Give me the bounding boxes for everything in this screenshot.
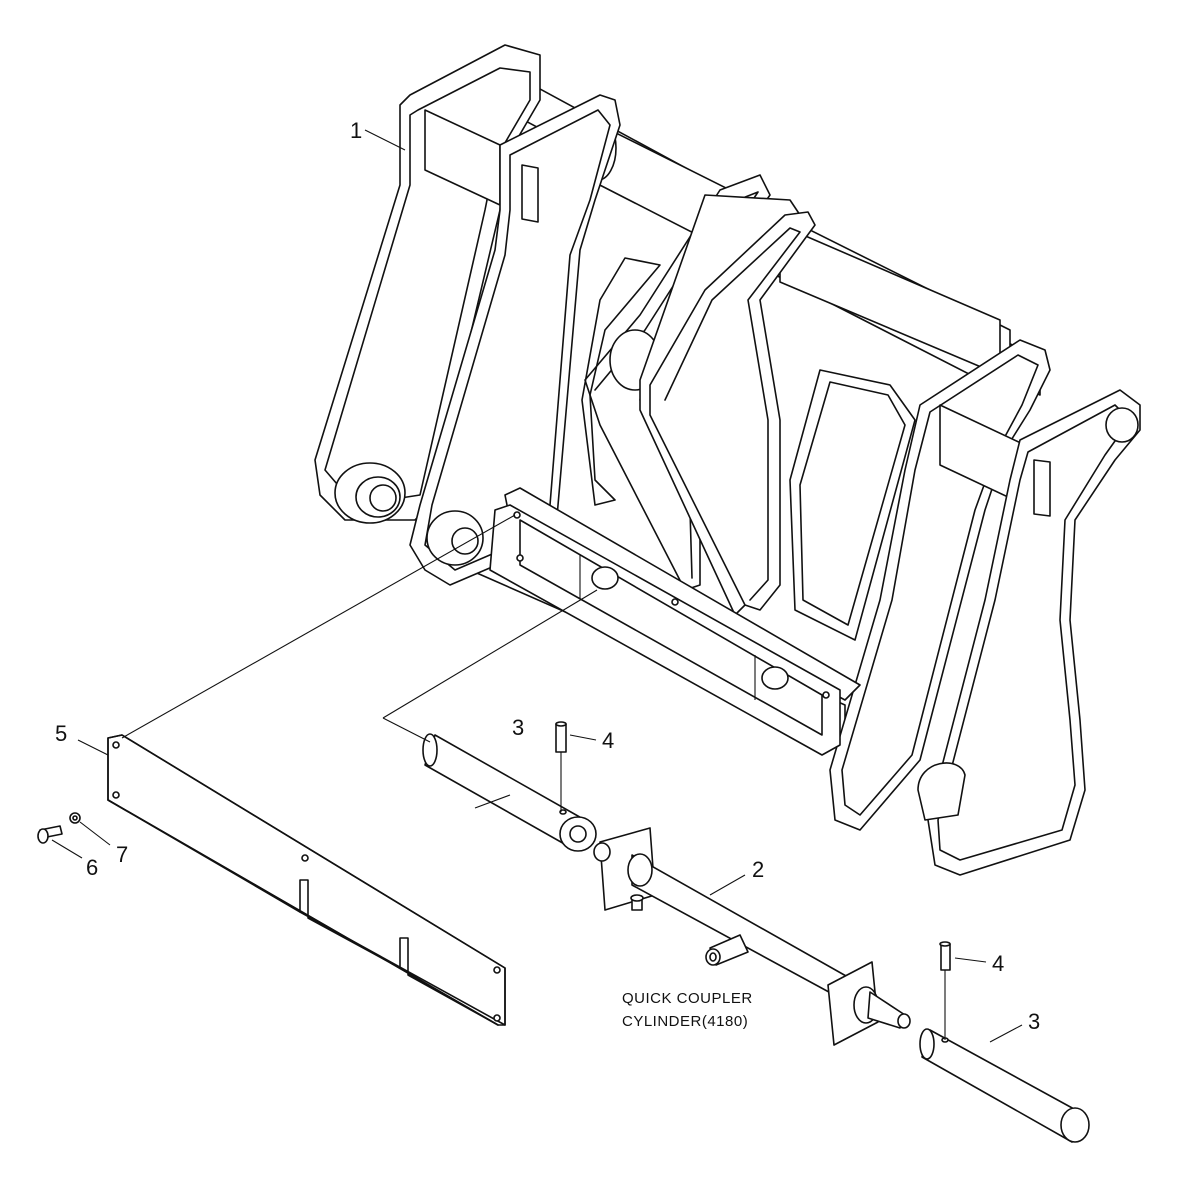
pin-upper — [422, 733, 597, 852]
note-line-2: CYLINDER(4180) — [622, 1013, 748, 1030]
callout-1: 1 — [350, 118, 362, 143]
note-line-1: QUICK COUPLER — [622, 990, 753, 1007]
pin-lower — [919, 1028, 1090, 1143]
washer — [69, 812, 81, 824]
callout-3-lower: 3 — [1028, 1009, 1040, 1034]
callout-4-upper: 4 — [602, 728, 614, 753]
quick-coupler-frame — [314, 44, 1141, 876]
roll-pin-lower — [939, 941, 951, 971]
callout-3-upper: 3 — [512, 715, 524, 740]
callout-6: 6 — [86, 855, 98, 880]
leader-lines — [51, 129, 1023, 1043]
roll-pin-upper — [555, 721, 567, 753]
callout-5: 5 — [55, 721, 67, 746]
quick-coupler-cylinder — [593, 827, 911, 1046]
callout-4-lower: 4 — [992, 951, 1004, 976]
cover-plate — [107, 734, 506, 1026]
callout-2: 2 — [752, 857, 764, 882]
callout-7: 7 — [116, 842, 128, 867]
bolt — [37, 825, 63, 844]
